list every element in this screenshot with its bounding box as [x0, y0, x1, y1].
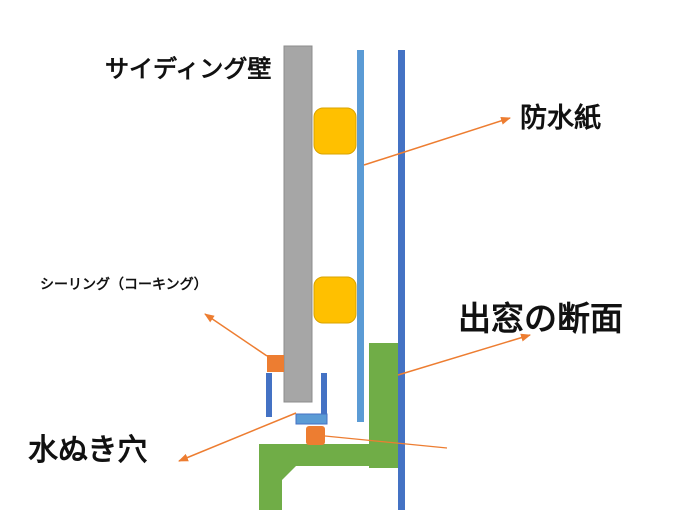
siding-wall — [283, 45, 313, 403]
bay-window-section-label: 出窓の断面 — [458, 299, 623, 338]
waterproof-paper — [357, 50, 364, 422]
starter-left — [266, 373, 272, 417]
outer-frame — [398, 50, 405, 510]
siding-wall-label: サイディング壁 — [105, 55, 272, 83]
arrow-bay-window — [397, 333, 531, 376]
waterproof-paper-label: 防水紙 — [520, 103, 601, 134]
drain-hole-label: 水ぬき穴 — [28, 433, 148, 468]
sealing-label: シーリング（コーキング） — [40, 277, 208, 293]
arrow-drain-hole — [178, 412, 297, 462]
arrow-sealing — [204, 313, 268, 357]
sealing-block — [267, 355, 284, 372]
starter-right — [321, 373, 327, 417]
arrow-waterproof-paper — [363, 116, 511, 166]
spacer-block-upper — [313, 107, 357, 155]
starter-bottom — [295, 413, 328, 425]
spacer-block-lower — [313, 276, 357, 324]
drain-hole-block — [306, 426, 325, 445]
drain-connector-line — [324, 435, 448, 449]
bay-window-frame — [259, 343, 398, 510]
